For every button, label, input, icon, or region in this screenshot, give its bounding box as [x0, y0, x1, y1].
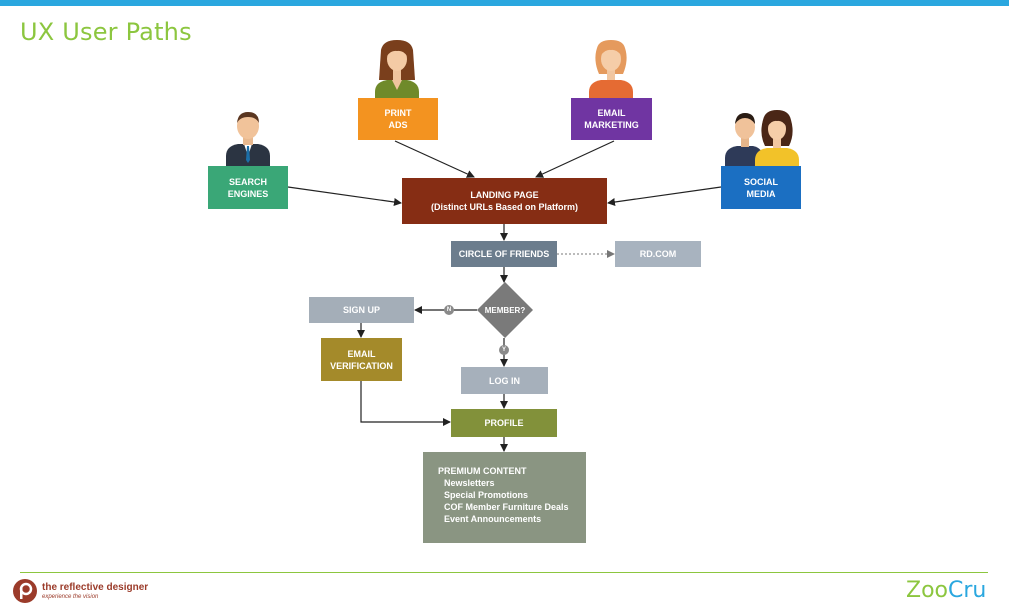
search-engines-label: SEARCH ENGINES [227, 176, 269, 199]
log-in-box: LOG IN [461, 367, 548, 394]
landing-page-label: LANDING PAGE (Distinct URLs Based on Pla… [430, 190, 578, 212]
zoocru-logo-cru: Cru [948, 578, 987, 603]
footer-divider [20, 572, 988, 573]
social-media-label: SOCIAL MEDIA [743, 176, 778, 199]
member-decision-diamond: MEMBER? [477, 282, 533, 338]
email-marketing-box: EMAIL MARKETING [571, 98, 652, 140]
arrow-email-to-landing [535, 140, 615, 178]
top-accent-bar [0, 0, 1009, 6]
email-verification-label: EMAIL VERIFICATION [330, 348, 393, 371]
premium-item: Special Promotions [444, 490, 529, 500]
zoocru-logo-zoo: Zoo [906, 578, 948, 603]
search-engines-box: SEARCH ENGINES [208, 166, 288, 209]
log-in-label: LOG IN [489, 375, 520, 386]
woman-orange-icon [589, 40, 633, 100]
no-badge: N [444, 305, 454, 315]
premium-item: Newsletters [444, 478, 495, 488]
couple-icon [725, 110, 799, 168]
premium-content-title: PREMIUM CONTENT [438, 466, 527, 476]
woman-green-icon [375, 40, 419, 100]
member-decision-label: MEMBER? [484, 305, 526, 315]
diamond-shape [477, 282, 533, 338]
zoocru-logo: ZooCru [906, 578, 986, 603]
premium-content-box: PREMIUM CONTENT Newsletters Special Prom… [423, 452, 586, 543]
landing-page-box: LANDING PAGE (Distinct URLs Based on Pla… [402, 178, 607, 224]
reflective-designer-logo-icon [13, 579, 37, 603]
sign-up-label: SIGN UP [342, 305, 380, 315]
arrow-search-to-landing [287, 186, 402, 206]
print-ads-box: PRINT ADS [358, 98, 438, 140]
arrow-emailver-to-profile [360, 381, 451, 426]
sign-up-box: SIGN UP [309, 297, 414, 323]
rdcom-label: RD.COM [639, 249, 677, 259]
social-media-box: SOCIAL MEDIA [721, 166, 801, 209]
footer-tagline: experience the vision [42, 594, 99, 600]
footer-brand-name: the reflective designer [42, 582, 149, 593]
circle-of-friends-box: CIRCLE OF FRIENDS [451, 241, 557, 267]
rdcom-box: RD.COM [615, 241, 701, 267]
premium-item: COF Member Furniture Deals [444, 502, 569, 512]
businessman-icon [226, 112, 270, 168]
profile-box: PROFILE [451, 409, 557, 437]
arrow-social-to-landing [607, 186, 722, 206]
email-verification-box: EMAIL VERIFICATION [321, 338, 402, 381]
circle-of-friends-label: CIRCLE OF FRIENDS [458, 249, 550, 259]
profile-label: PROFILE [484, 418, 524, 428]
print-ads-label: PRINT ADS [384, 108, 412, 130]
yes-badge: Y [499, 345, 509, 355]
premium-item: Event Announcements [444, 514, 542, 524]
page-title: UX User Paths [20, 18, 192, 46]
arrow-print-to-landing [394, 140, 475, 178]
email-marketing-label: EMAIL MARKETING [584, 108, 639, 130]
